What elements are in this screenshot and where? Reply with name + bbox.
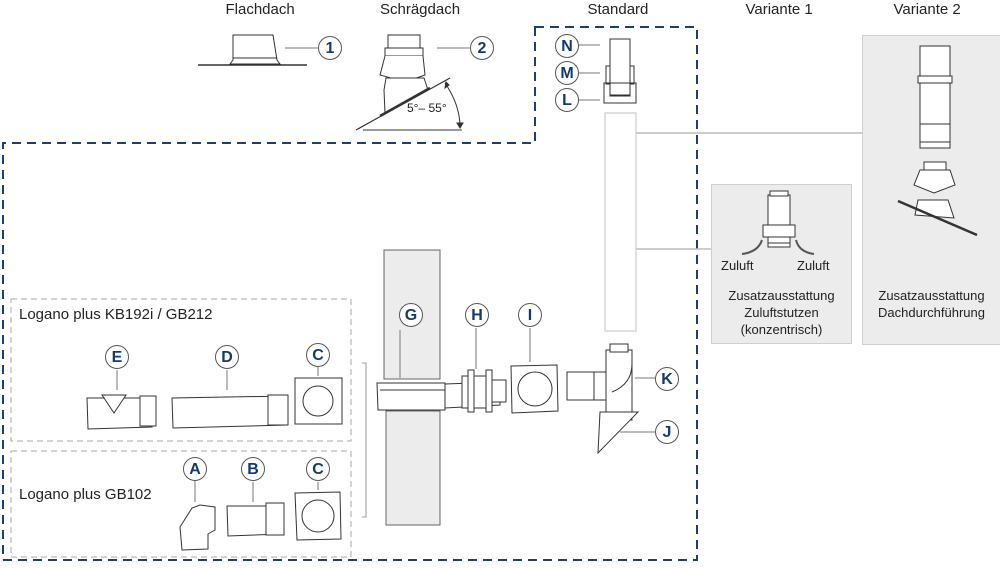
variante1-caption-line3: (konzentrisch) (740, 322, 823, 337)
parts-kb192 (86, 367, 343, 430)
variante1-caption-line2: Zuluftstutzen (744, 305, 819, 320)
heading-variante1: Variante 1 (745, 1, 813, 18)
group-label-gb102: Logano plus GB102 (19, 486, 152, 503)
callout-1: 1 (318, 36, 342, 60)
heading-standard: Standard (587, 1, 649, 18)
callout-K: K (655, 367, 679, 391)
variante2-caption-line2: Dachdurchführung (878, 305, 985, 320)
callout-G: G (399, 303, 423, 327)
schraegdach-part (355, 34, 470, 131)
group-bracket (362, 362, 367, 518)
heading-schraegdach: Schrägdach (380, 1, 461, 18)
callout-E: E (105, 345, 129, 369)
variante1-caption: Zusatzausstattung Zuluftstutzen (konzent… (711, 287, 852, 338)
group-label-kb192: Logano plus KB192i / GB212 (19, 306, 213, 323)
callout-M: M (555, 61, 579, 85)
variante2-caption: Zusatzausstattung Dachdurchführung (862, 287, 1000, 321)
elbow-K-bracket-J (566, 343, 655, 455)
group-box-kb192 (10, 298, 352, 442)
pipe-H (461, 328, 507, 413)
standard-vertical-pipe (604, 112, 637, 332)
callout-H: H (465, 303, 489, 327)
variante1-caption-line1: Zusatzausstattung (728, 288, 835, 303)
standard-boundary (2, 26, 698, 561)
callout-J: J (655, 420, 679, 444)
callout-A: A (183, 457, 207, 481)
group-box-gb102 (10, 450, 352, 558)
zuluft-right-label: Zuluft (797, 258, 830, 273)
callout-C-kb192: C (306, 343, 330, 367)
callout-I: I (518, 303, 542, 327)
heading-flachdach: Flachdach (225, 1, 295, 18)
callout-2: 2 (470, 36, 494, 60)
plate-I (510, 328, 559, 414)
parts-gb102 (179, 480, 342, 551)
angle-label: 5°– 55° (407, 101, 447, 115)
zuluftstutzen-drawing (741, 190, 815, 255)
callout-L: L (555, 88, 579, 112)
variante2-caption-line1: Zusatzausstattung (878, 288, 985, 303)
standard-top-parts (575, 38, 637, 104)
flachdach-part (198, 34, 318, 66)
zuluft-left-label: Zuluft (721, 258, 754, 273)
callout-C-gb102: C (306, 457, 330, 481)
callout-D: D (215, 345, 239, 369)
callout-B: B (241, 457, 265, 481)
callout-N: N (555, 34, 579, 58)
heading-variante2: Variante 2 (893, 1, 961, 18)
dachdurchfuehrung-drawing (897, 45, 978, 237)
